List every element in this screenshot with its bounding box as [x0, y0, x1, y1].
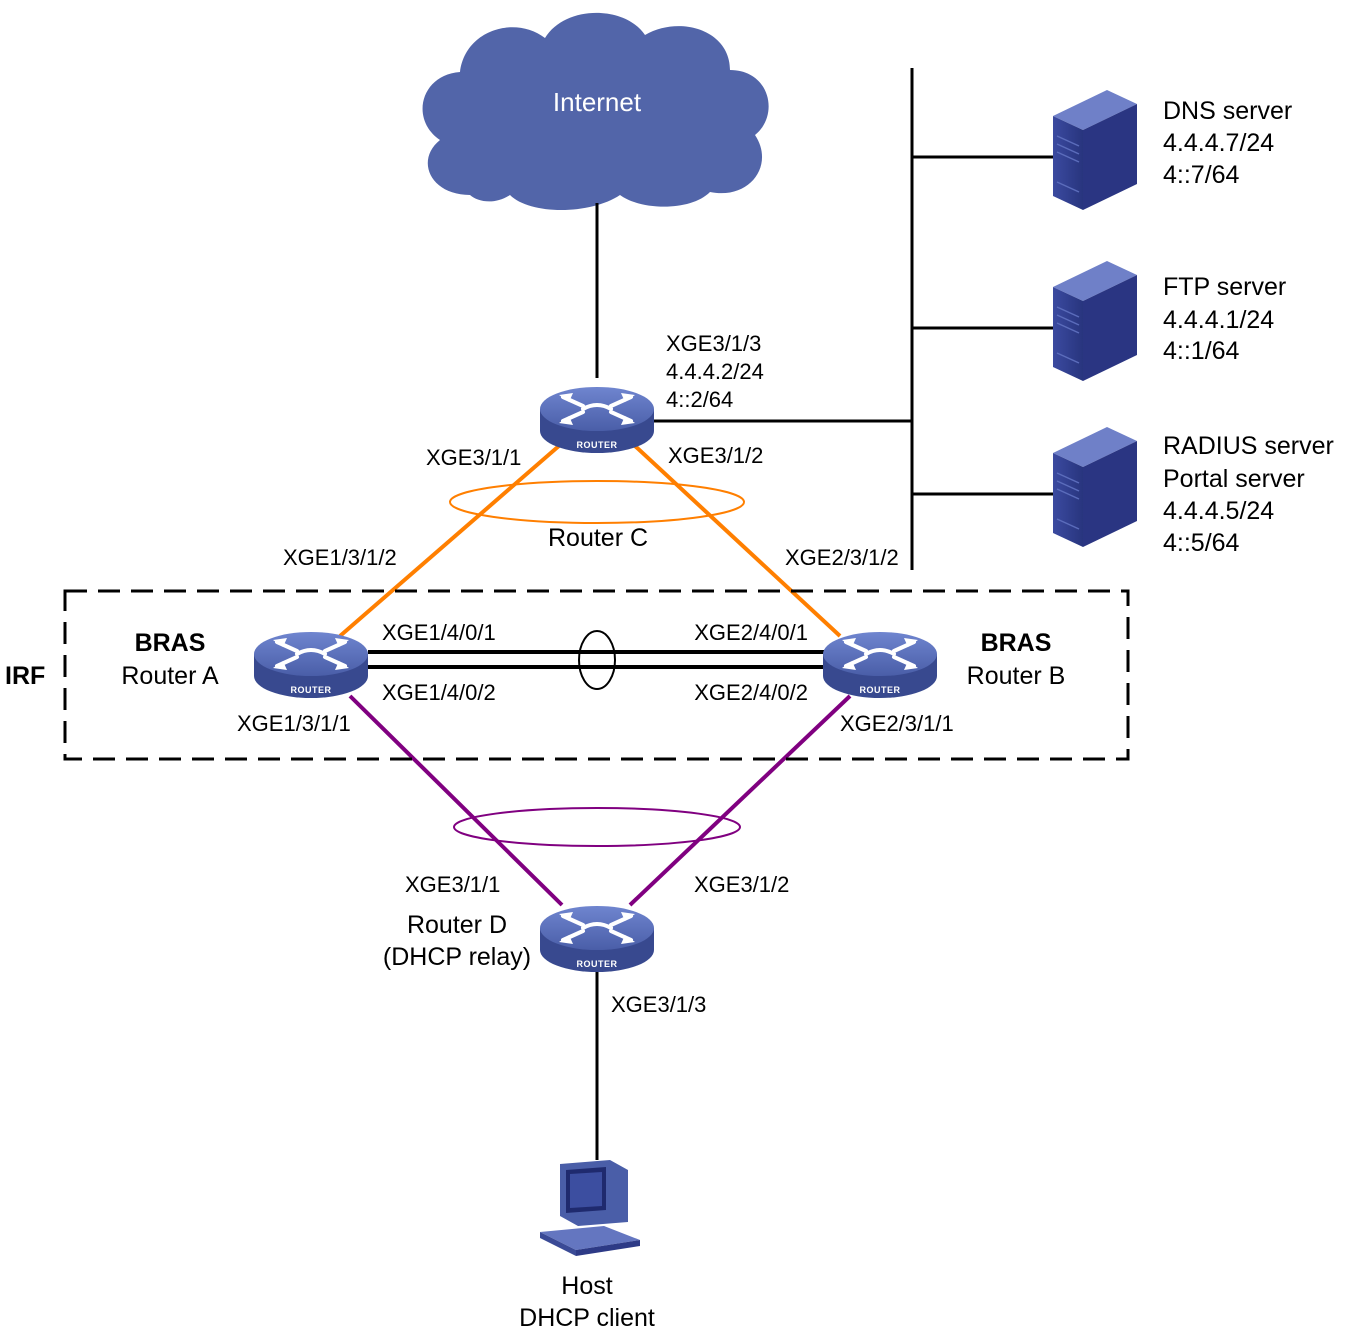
- link-c-a: [338, 443, 562, 638]
- links: [338, 68, 1058, 1160]
- irf-boundary: [63, 589, 1130, 761]
- router-a-irf-port-2: XGE1/4/0/2: [382, 680, 496, 705]
- router-b[interactable]: ROUTER: [821, 630, 939, 700]
- aggregation-ring-bottom: [453, 807, 741, 847]
- router-d-role: (DHCP relay): [383, 943, 531, 971]
- dns-server-name: DNS server: [1163, 97, 1292, 125]
- router-a-role: BRAS: [135, 629, 206, 657]
- router-d-port-to-a: XGE3/1/1: [405, 872, 500, 897]
- router-c-uplink-ipv4: 4.4.4.2/24: [666, 359, 764, 384]
- link-c-b: [632, 443, 842, 638]
- internet-cloud: Internet: [422, 12, 769, 210]
- router-d-tag: ROUTER: [577, 959, 618, 969]
- router-a-port-to-d: XGE1/3/1/1: [237, 711, 351, 736]
- labels: XGE3/1/3 4.4.4.2/24 4::2/64 XGE3/1/1 XGE…: [5, 97, 1334, 1332]
- radius-server-ipv6: 4::5/64: [1163, 529, 1240, 557]
- dns-server-ipv4: 4.4.4.7/24: [1163, 129, 1274, 157]
- router-b-irf-port-1: XGE2/4/0/1: [694, 620, 808, 645]
- router-a[interactable]: ROUTER: [252, 630, 370, 700]
- cloud-shape: [422, 12, 769, 210]
- router-c-uplink-ipv6: 4::2/64: [666, 387, 733, 412]
- ftp-server-name: FTP server: [1163, 273, 1286, 301]
- router-c-name: Router C: [548, 524, 648, 552]
- host-role: DHCP client: [519, 1304, 655, 1332]
- router-d[interactable]: ROUTER: [538, 904, 656, 974]
- router-d-name: Router D: [407, 911, 507, 939]
- router-d-port-to-host: XGE3/1/3: [611, 992, 706, 1017]
- router-b-irf-port-2: XGE2/4/0/2: [694, 680, 808, 705]
- router-a-tag: ROUTER: [291, 685, 332, 695]
- router-a-name: Router A: [121, 662, 219, 690]
- dns-server-ipv6: 4::7/64: [1163, 161, 1240, 189]
- portal-server-name: Portal server: [1163, 465, 1305, 493]
- router-b-name: Router B: [967, 662, 1066, 690]
- ftp-server-ipv6: 4::1/64: [1163, 337, 1240, 365]
- router-b-port-to-c: XGE2/3/1/2: [785, 545, 899, 570]
- aggregation-ring-top: [449, 480, 745, 524]
- router-a-port-to-c: XGE1/3/1/2: [283, 545, 397, 570]
- radius-server-ipv4: 4.4.4.5/24: [1163, 497, 1274, 525]
- router-d-port-to-b: XGE3/1/2: [694, 872, 789, 897]
- internet-label: Internet: [553, 87, 642, 117]
- radius-server-name: RADIUS server: [1163, 432, 1334, 460]
- router-c[interactable]: ROUTER: [538, 385, 656, 455]
- router-a-irf-port-1: XGE1/4/0/1: [382, 620, 496, 645]
- link-b-d: [628, 694, 852, 907]
- host-pc-icon[interactable]: [540, 1160, 640, 1256]
- router-b-role: BRAS: [981, 629, 1052, 657]
- router-b-port-to-d: XGE2/3/1/1: [840, 711, 954, 736]
- host-name: Host: [561, 1272, 612, 1300]
- router-c-tag: ROUTER: [577, 440, 618, 450]
- ftp-server-icon[interactable]: [1052, 260, 1138, 382]
- router-c-uplink-port: XGE3/1/3: [666, 331, 761, 356]
- router-c-port-to-a: XGE3/1/1: [426, 445, 521, 470]
- router-c-port-to-b: XGE3/1/2: [668, 443, 763, 468]
- link-a-d: [348, 694, 564, 907]
- radius-portal-server-icon[interactable]: [1052, 426, 1138, 548]
- irf-label: IRF: [5, 662, 45, 690]
- router-b-tag: ROUTER: [860, 685, 901, 695]
- dns-server-icon[interactable]: [1052, 89, 1138, 211]
- aggregation-ring-irf: [578, 630, 616, 690]
- ftp-server-ipv4: 4.4.4.1/24: [1163, 306, 1274, 334]
